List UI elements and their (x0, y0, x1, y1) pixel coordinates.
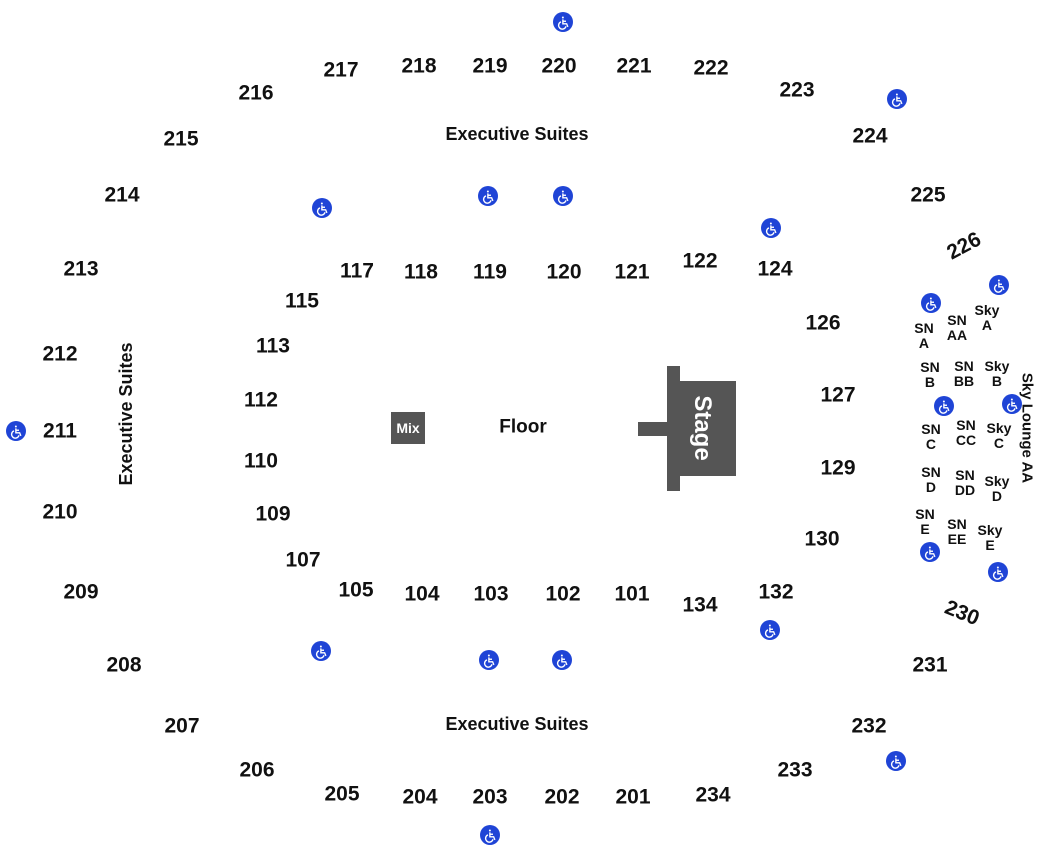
executive-suites-left: Executive Suites (116, 342, 136, 486)
wheelchair-icon (988, 562, 1008, 582)
section-118[interactable]: 118 (404, 260, 438, 284)
section-112[interactable]: 112 (244, 388, 278, 412)
stage-polygon[interactable] (638, 366, 736, 491)
section-117[interactable]: 117 (340, 259, 374, 283)
section-105[interactable]: 105 (338, 578, 374, 602)
section-217[interactable]: 217 (323, 58, 359, 82)
section-202[interactable]: 202 (544, 785, 580, 809)
wheelchair-icon (553, 12, 573, 32)
section-212[interactable]: 212 (42, 342, 78, 366)
mix-position[interactable]: Mix (391, 412, 425, 444)
section-201[interactable]: 201 (615, 785, 651, 809)
section-104[interactable]: 104 (404, 582, 440, 606)
wheelchair-icon (311, 641, 331, 661)
section-127[interactable]: 127 (820, 383, 856, 407)
section-221[interactable]: 221 (616, 54, 652, 78)
wheelchair-icon (989, 275, 1009, 295)
section-205[interactable]: 205 (324, 782, 360, 806)
wheelchair-icon (920, 542, 940, 562)
wheelchair-icon (552, 650, 572, 670)
section-109[interactable]: 109 (255, 502, 291, 526)
wheelchair-icon (6, 421, 26, 441)
section-206[interactable]: 206 (239, 758, 275, 782)
section-122[interactable]: 122 (682, 249, 718, 273)
section-232[interactable]: 232 (851, 714, 887, 738)
section-223[interactable]: 223 (779, 78, 815, 102)
section-134[interactable]: 134 (682, 593, 718, 617)
section-224[interactable]: 224 (852, 124, 888, 148)
wheelchair-icon (886, 751, 906, 771)
section-231[interactable]: 231 (912, 653, 948, 677)
wheelchair-icon (480, 825, 500, 845)
section-234[interactable]: 234 (695, 783, 731, 807)
section-207[interactable]: 207 (164, 714, 200, 738)
wheelchair-icon (887, 89, 907, 109)
section-103[interactable]: 103 (473, 582, 509, 606)
section-124[interactable]: 124 (757, 257, 793, 281)
section-129[interactable]: 129 (820, 456, 856, 480)
wheelchair-icon (761, 218, 781, 238)
section-214[interactable]: 214 (104, 183, 140, 207)
section-113[interactable]: 113 (256, 334, 290, 358)
section-203[interactable]: 203 (472, 785, 508, 809)
executive-suites-bottom: Executive Suites (445, 714, 589, 734)
section-119[interactable]: 119 (473, 260, 507, 284)
sky-lounge-aa[interactable]: Sky Lounge AA (1018, 372, 1036, 484)
section-115[interactable]: 115 (285, 289, 319, 313)
section-102[interactable]: 102 (545, 582, 581, 606)
section-216[interactable]: 216 (238, 81, 274, 105)
section-130[interactable]: 130 (804, 527, 840, 551)
section-225[interactable]: 225 (910, 183, 946, 207)
section-204[interactable]: 204 (402, 785, 438, 809)
section-101[interactable]: 101 (614, 582, 650, 606)
section-222[interactable]: 222 (693, 56, 729, 80)
section-220[interactable]: 220 (541, 54, 577, 78)
wheelchair-icon (553, 186, 573, 206)
section-107[interactable]: 107 (285, 548, 321, 572)
section-121[interactable]: 121 (614, 260, 650, 284)
section-126[interactable]: 126 (805, 311, 841, 335)
wheelchair-icon (1002, 394, 1022, 414)
executive-suites-top: Executive Suites (445, 124, 589, 144)
wheelchair-icon (934, 396, 954, 416)
section-215[interactable]: 215 (163, 127, 199, 151)
section-213[interactable]: 213 (63, 257, 99, 281)
section-210[interactable]: 210 (42, 500, 78, 524)
section-219[interactable]: 219 (472, 54, 508, 78)
section-132[interactable]: 132 (758, 580, 794, 604)
section-110[interactable]: 110 (244, 449, 278, 473)
wheelchair-icon (478, 186, 498, 206)
wheelchair-icon (479, 650, 499, 670)
section-120[interactable]: 120 (546, 260, 582, 284)
floor-label[interactable]: Floor (499, 416, 547, 438)
section-211[interactable]: 211 (43, 419, 77, 443)
section-208[interactable]: 208 (106, 653, 142, 677)
section-209[interactable]: 209 (63, 580, 99, 604)
section-218[interactable]: 218 (401, 54, 437, 78)
section-233[interactable]: 233 (777, 758, 813, 782)
wheelchair-icon (760, 620, 780, 640)
wheelchair-icon (312, 198, 332, 218)
wheelchair-icon (921, 293, 941, 313)
stage-label: Stage (689, 395, 716, 461)
